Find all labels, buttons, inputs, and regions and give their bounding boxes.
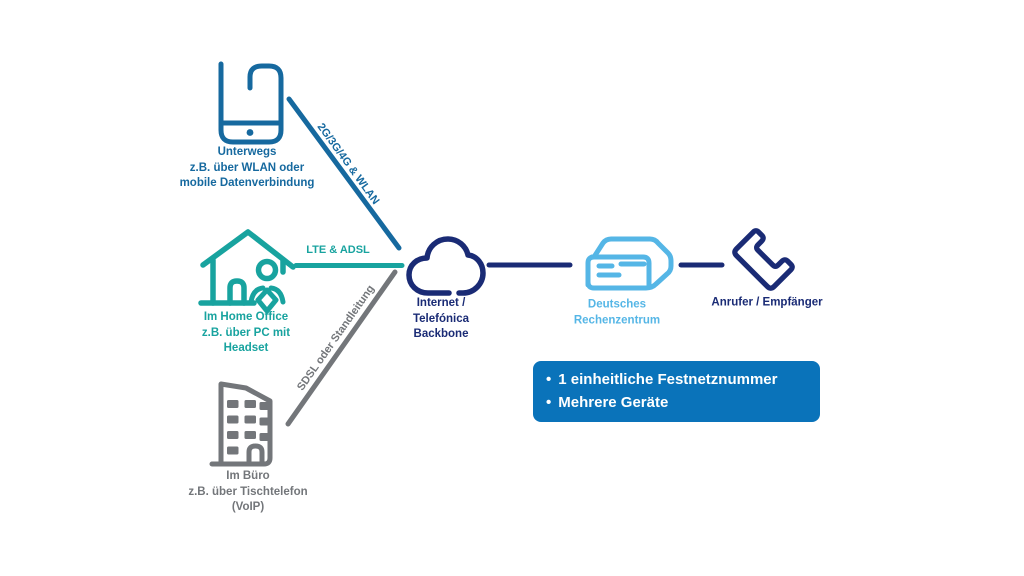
home-office-label-line: Im Home Office [203,310,289,323]
office-label-line: (VoIP) [231,500,265,513]
office-label-line: Im Büro [226,469,270,482]
server-icon [585,236,674,291]
office-building-icon [209,381,273,467]
home-office-label-line: z.B. über PC mit [201,326,291,339]
house-with-person-icon [198,229,296,314]
bullet-icon: • [546,394,552,411]
benefit-item: • Mehrere Geräte [546,394,820,412]
home-office-label-line: Headset [223,341,269,354]
person-icon [248,258,286,314]
connection-office-backbone [285,269,398,427]
datacenter-label-line: Rechenzentrum [573,314,661,326]
backbone-label-line: Backbone [413,327,469,340]
backbone-node-label: Internet / Telefónica Backbone [413,296,469,343]
datacenter-node-label: Deutsches Rechenzentrum [574,298,660,329]
benefit-item: • 1 einheitliche Festnetznummer [546,371,820,389]
benefit-item-text: Mehrere Geräte [558,394,669,411]
datacenter-label-line: Deutsches [587,298,647,311]
connection-label-lte-adsl: LTE & ADSL [306,244,370,256]
connection-mobile-backbone [286,96,402,251]
mobile-node-label: Unterwegs z.B. über WLAN oder mobile Dat… [180,145,315,192]
caller-node-label: Anrufer / Empfänger [711,295,822,311]
backbone-label-line: Internet / [416,296,466,309]
backbone-label-line: Telefónica [412,312,470,325]
phone-handset-icon [732,228,795,291]
cloud-icon [406,236,486,296]
mobile-label-line: mobile Datenverbindung [179,176,315,189]
bullet-icon: • [546,371,552,388]
smartphone-icon [218,61,284,145]
mobile-label-line: Unterwegs [217,145,277,158]
office-label-line: z.B. über Tischtelefon [188,485,308,498]
caller-label-line: Anrufer / Empfänger [711,296,823,309]
home-office-node-label: Im Home Office z.B. über PC mit Headset [202,310,290,357]
benefits-callout-box: • 1 einheitliche Festnetznummer • Mehrer… [533,361,820,422]
office-node-label: Im Büro z.B. über Tischtelefon (VoIP) [188,469,307,516]
benefit-item-text: 1 einheitliche Festnetznummer [558,371,778,388]
mobile-label-line: z.B. über WLAN oder [189,161,305,174]
